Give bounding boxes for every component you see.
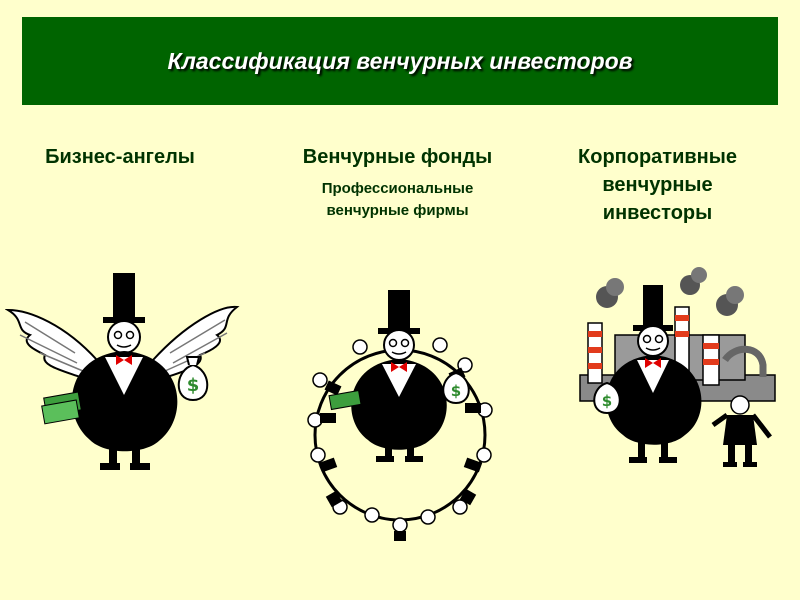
svg-text:$: $ [187, 375, 200, 396]
tycoon-ring-of-men-icon: $ [307, 290, 493, 541]
slide-title: Классификация венчурных инвесторов [167, 47, 633, 74]
subheading-line: Профессиональные [321, 180, 474, 197]
heading-line: Корпоративные [578, 146, 737, 168]
heading-business-angels: Бизнес-ангелы [45, 146, 195, 168]
heading-line: венчурные [602, 174, 713, 196]
winged-tycoon-icon: $ [5, 273, 240, 470]
subheading-line: венчурные фирмы [326, 201, 469, 219]
svg-text:$: $ [451, 382, 461, 400]
heading-line: инвесторы [602, 202, 713, 224]
tycoon-factory-icon: $ [579, 267, 776, 467]
subheading-venture-funds: Профессиональные венчурные фирмы [270, 178, 525, 222]
heading-venture-funds: Венчурные фонды [302, 146, 493, 168]
svg-text:$: $ [602, 392, 612, 410]
heading-corporate-investors: Корпоративные венчурные инвесторы [545, 143, 770, 227]
title-banner: Классификация венчурных инвесторов [22, 17, 778, 105]
